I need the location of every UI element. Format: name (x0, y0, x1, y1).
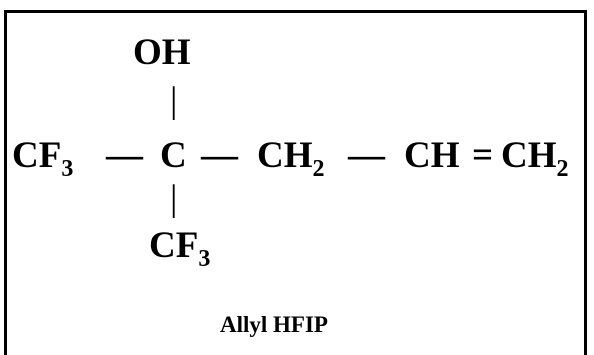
ch2-subscript: 2 (312, 156, 325, 182)
bond-horizontal-1: — (106, 135, 143, 176)
cf3-base: CF (12, 135, 62, 176)
cf3-subscript: 3 (61, 156, 74, 182)
central-carbon: C (160, 135, 187, 176)
ch-group: CH (404, 135, 460, 176)
bond-vertical-top: | (170, 80, 178, 121)
hydroxyl-group: OH (133, 32, 191, 73)
ch2-terminal-subscript: 2 (556, 156, 569, 182)
cf3-bottom-base: CF (149, 225, 199, 266)
bond-horizontal-3: — (348, 135, 385, 176)
ch2-group-middle: CH2 (257, 135, 325, 181)
bond-vertical-bottom: | (170, 178, 178, 219)
cf3-bottom-subscript: 3 (198, 246, 211, 272)
cf3-group-left: CF3 (12, 135, 73, 181)
ch2-base: CH (257, 135, 313, 176)
ch2-group-terminal: CH2 (501, 135, 569, 181)
ch2-terminal-base: CH (501, 135, 557, 176)
cf3-group-bottom: CF3 (149, 225, 210, 271)
compound-name-label: Allyl HFIP (220, 312, 328, 337)
double-bond: = (472, 135, 494, 176)
bond-horizontal-2: — (201, 135, 238, 176)
diagram-frame (4, 10, 587, 355)
